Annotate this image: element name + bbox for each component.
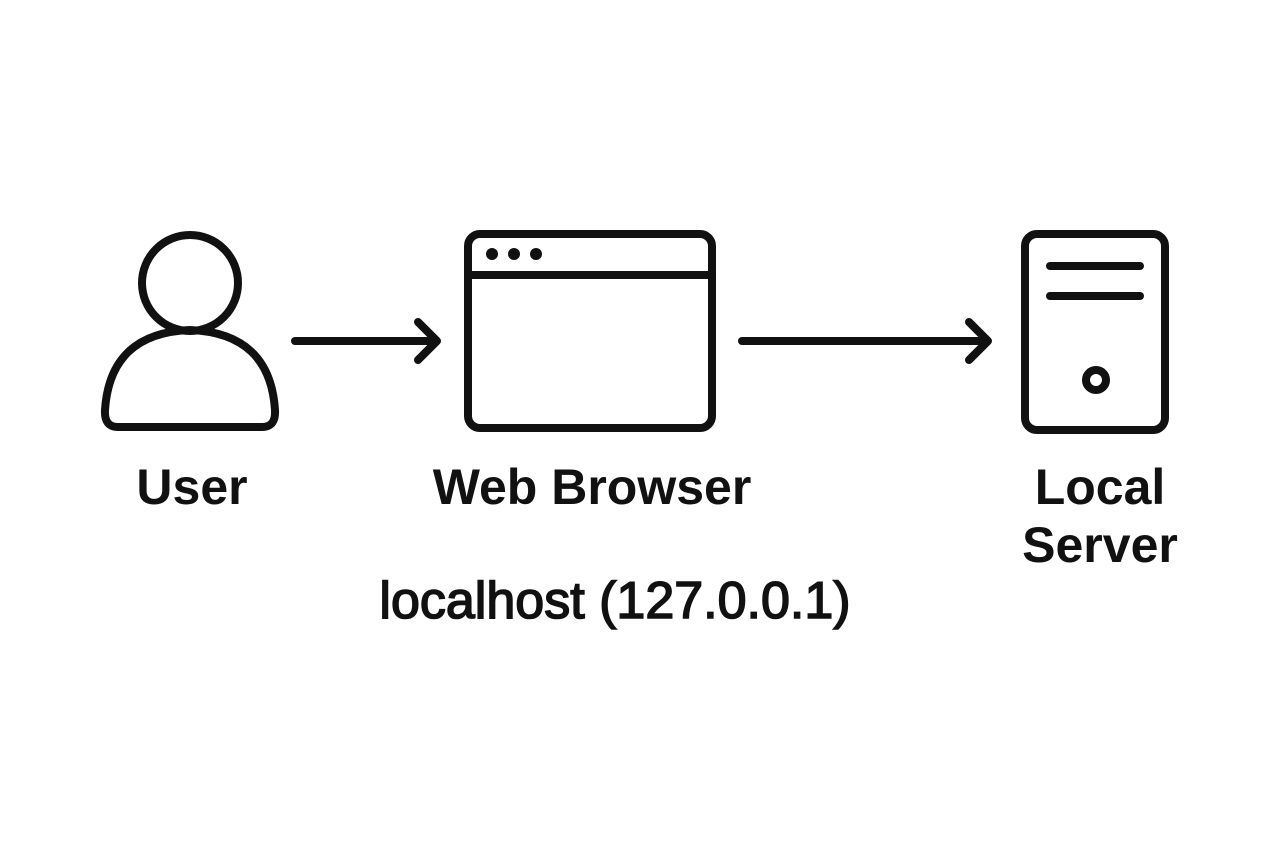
browser-frame [464,230,716,432]
server-icon [1021,230,1169,434]
browser-dot-3 [530,248,542,260]
arrow-browser-to-server [738,318,992,364]
arrow-user-to-browser [291,318,441,364]
user-icon [100,231,280,431]
local-server-label-line2: Server [1022,517,1178,573]
browser-window-dots [486,248,542,260]
local-server-label-line1: Local [1034,459,1166,515]
user-head [138,231,242,335]
arrow-head [965,318,992,364]
user-body [100,326,280,431]
web-browser-label: Web Browser [432,459,752,515]
browser-dot-1 [486,248,498,260]
user-label: User [136,459,248,515]
browser-window-icon [464,230,716,432]
browser-dot-2 [508,248,520,260]
localhost-caption: localhost (127.0.0.1) [379,571,852,631]
server-case [1021,230,1169,434]
server-power-button [1082,366,1110,394]
local-server-label: Local Server [980,458,1220,574]
arrow-head [414,318,441,364]
